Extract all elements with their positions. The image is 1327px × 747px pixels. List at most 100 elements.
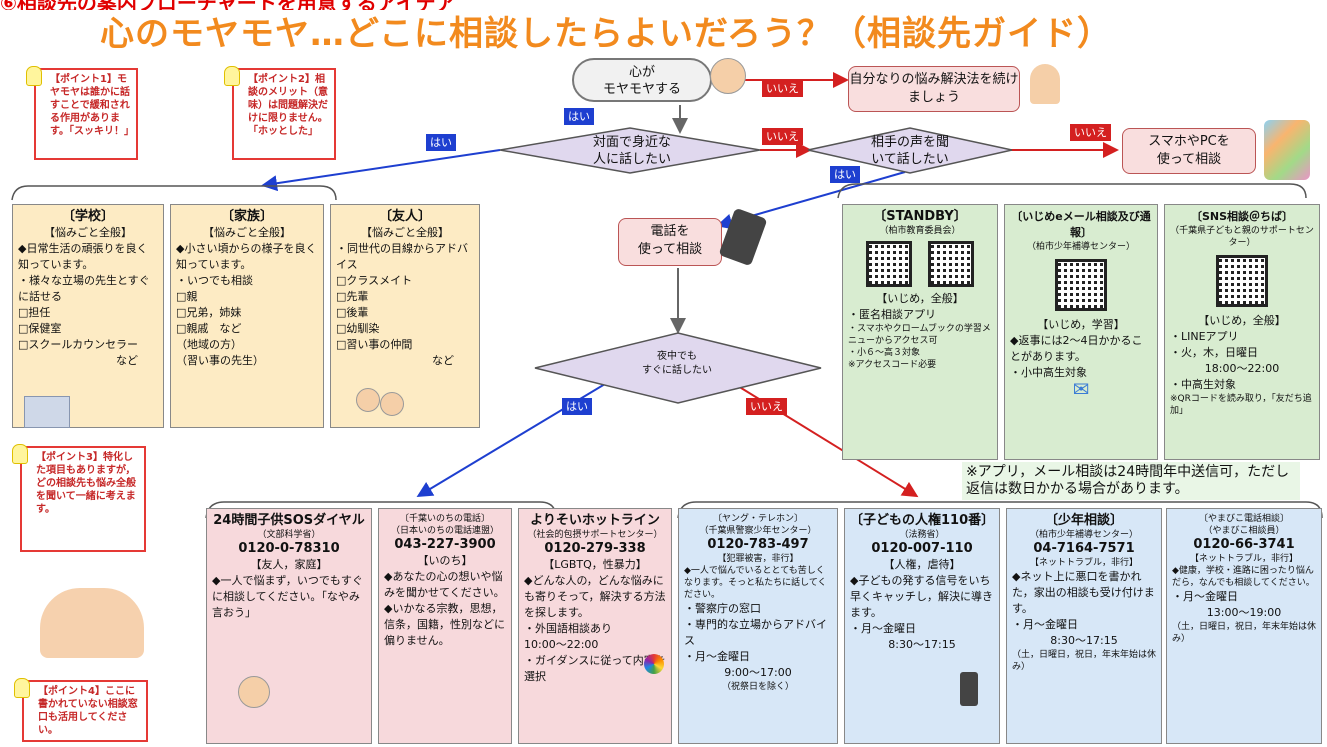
card-text: ・火，木，日曜日 (1170, 346, 1258, 359)
qr-code-icon (1216, 255, 1268, 307)
arrow-q1-yes (261, 149, 501, 192)
card-org: （日本いのちの電話連盟） (390, 526, 499, 536)
card-org: （社会的包摂サポートセンター） (527, 530, 663, 540)
card-title: 〔少年相談〕 (1044, 513, 1123, 528)
card-text: ・警察庁の窓口 (684, 602, 761, 615)
card-text: など (432, 354, 454, 367)
card-text: ◆日常生活の頑張りを良く知っています。 (18, 242, 148, 271)
sns-consult-box: スマホやPCを 使って相談 (1122, 128, 1256, 174)
card-text: □担任 (18, 306, 51, 319)
card-text: など (116, 354, 138, 367)
meditating-person-icon (1030, 64, 1060, 104)
card-text: ・ガイダンスに従って内容を選択 (524, 654, 666, 683)
card-family: 〔家族〕 【悩みごと全般】 ◆小さい頃からの様子を良く知っています。 ・いつでも… (170, 204, 324, 428)
card-org: （やまびこ相談員） (1203, 526, 1285, 536)
card-text: ◆子どもの発する信号をいち早くキャッチし，解決に導きます。 (850, 574, 993, 619)
rainbow-heart-icon (644, 654, 664, 674)
qr-code-icon (928, 241, 974, 287)
label-yes-q2: はい (830, 166, 860, 183)
card-category: 【悩みごと全般】 (361, 226, 449, 239)
card-text: ・月～金曜日 (1012, 618, 1078, 631)
card-text: ◆あなたの心の想いや悩みを聞かせてください。 (384, 570, 505, 599)
card-text: ・月～金曜日 (1172, 590, 1238, 603)
app-icons-cluster-icon (1264, 120, 1310, 180)
card-text: ・外国語相談あり (524, 622, 612, 635)
label-no-start: いいえ (762, 80, 803, 97)
card-text: ◆健康，学校・進路に困ったり悩んだら，なんでも相談してください。 (1172, 566, 1315, 588)
card-text: □先輩 (336, 290, 369, 303)
card-school: 〔学校〕 【悩みごと全般】 ◆日常生活の頑張りを良く知っています。 ・様々な立場… (12, 204, 164, 428)
card-category: 【LGBTQ，性暴力】 (543, 558, 647, 571)
card-text: ・中高生対象 (1170, 378, 1236, 391)
card-text: 8:30～17:15 (888, 638, 956, 651)
card-text: ◆小さい頃からの様子を良く知っています。 (176, 242, 317, 271)
arrow-q3-no (719, 374, 919, 498)
decision-q1: 対面で身近な 人に話したい (592, 135, 671, 167)
card-text: 10:00～22:00 (524, 638, 599, 651)
card-phone: 0120-66-3741 (1193, 537, 1295, 552)
card-title: 〔ヤング・テレホン〕 (712, 514, 803, 524)
card-text: ◆返事には2～4日かかることがあります。 (1010, 334, 1143, 363)
school-building-icon (24, 396, 70, 428)
card-phone: 04-7164-7571 (1033, 541, 1135, 556)
card-text: □幼馴染 (336, 322, 380, 335)
card-sns-chiba: 〔SNS相談＠ちば〕 （千葉県子どもと親のサポートセンター） 【いじめ，全般】 … (1164, 204, 1320, 460)
point-2-text: 【ポイント2】相談のメリット（意味）は問題解決だけに限りません。「ホッとした」 (248, 74, 328, 137)
lightbulb-icon (12, 444, 28, 464)
point-3-text: 【ポイント3】特化した項目もありますが，どの相談先も悩み全般を聞いて一緒に考えま… (36, 452, 136, 515)
card-text: ※QRコードを読み取り，「友だち追加」 (1170, 394, 1312, 416)
card-text: ◆いかなる宗教，思想，信条，国籍，性別などに偏りません。 (384, 602, 505, 647)
card-title: 〔やまびこ電話相談〕 (1198, 514, 1289, 524)
card-title: 〔いじめeメール相談及び通報〕 (1011, 210, 1151, 239)
label-no-q3: いいえ (746, 398, 787, 415)
card-text: ◆一人で悩まず，いつでもすぐに相談してください。「なやみ言おう」 (212, 574, 363, 619)
label-yes-start: はい (564, 108, 594, 125)
card-yamabiko: 〔やまびこ電話相談〕 （やまびこ相談員） 0120-66-3741 【ネットトラ… (1166, 508, 1322, 744)
card-standby: 〔STANDBY〕 （柏市教育委員会） 【いじめ，全般】 ・匿名相談アプリ ・ス… (842, 204, 998, 460)
self-solve-box: 自分なりの悩み解決法を続けましょう (848, 66, 1020, 112)
card-category: 【人権，虐待】 (883, 558, 961, 571)
card-category: 【ネットトラブル，非行】 (1029, 558, 1138, 568)
decision-q1-shape (499, 127, 761, 174)
card-title: 〔家族〕 (220, 209, 273, 224)
label-yes-q1: はい (426, 134, 456, 151)
point-4-text: 【ポイント4】ここに書かれていない相談窓口も活用してください。 (38, 686, 138, 736)
card-category: 【いじめ，全般】 (1198, 314, 1286, 327)
card-category: 【悩みごと全般】 (203, 226, 291, 239)
card-text: 13:00～19:00 (1206, 606, 1282, 619)
lightbulb-icon (224, 66, 240, 86)
card-text: ・いつでも相談 (176, 274, 253, 287)
card-org: （文部科学省） (257, 530, 321, 540)
card-text: □保健室 (18, 322, 62, 335)
decision-q2: 相手の声を聞 いて話したい (870, 135, 949, 167)
card-text: ・LINEアプリ (1170, 330, 1239, 343)
card-text: □親 (176, 290, 198, 303)
card-text: ・月～金曜日 (850, 622, 916, 635)
card-category: 【友人，家庭】 (250, 558, 328, 571)
card-text: （土，日曜日，祝日，年末年始は休み） (1012, 650, 1157, 672)
point-1: 【ポイント1】モヤモヤは誰かに話すことで緩和される作用があります。「スッキリ！」 (26, 66, 138, 160)
card-text: ・スマホやクロームブックの学習メニューからアクセス可 (848, 324, 991, 346)
card-email: 〔いじめeメール相談及び通報〕 （柏市少年補導センター） 【いじめ，学習】 ◆返… (1004, 204, 1158, 460)
card-text: ・様々な立場の先生とすぐに話せる (18, 274, 150, 303)
card-children-rights: 〔子どもの人権110番〕 （法務省） 0120-007-110 【人権，虐待】 … (844, 508, 1000, 744)
card-text: ◆一人で悩んでいるととても苦しくなります。そっと私たちに話してください。 (684, 566, 827, 600)
card-text: ・匿名相談アプリ (848, 308, 936, 321)
card-text: ・小中高生対象 (1010, 366, 1087, 379)
friend-face-icon (356, 388, 380, 412)
card-text: □習い事の仲間 (336, 338, 413, 351)
start-cloud: 心が モヤモヤする (572, 58, 712, 102)
card-text: □兄弟，姉妹 (176, 306, 242, 319)
qr-code-icon (866, 241, 912, 287)
card-young-telephone: 〔ヤング・テレホン〕 （千葉県警察少年センター） 0120-783-497 【犯… (678, 508, 838, 744)
card-phone: 043-227-3900 (394, 537, 496, 552)
card-chiba-inochi: 〔千葉いのちの電話〕 （日本いのちの電話連盟） 043-227-3900 【いの… (378, 508, 512, 744)
qr-code-icon (1055, 259, 1107, 311)
card-org: （法務省） (899, 530, 945, 540)
card-category: 【悩みごと全般】 (44, 226, 132, 239)
card-phone: 0120-279-338 (544, 541, 646, 556)
arrow-q3-yes (416, 374, 621, 498)
card-title: 〔千葉いのちの電話〕 (399, 514, 490, 524)
card-title: 〔子どもの人権110番〕 (850, 513, 995, 528)
card-text: □親戚 など (176, 322, 242, 335)
